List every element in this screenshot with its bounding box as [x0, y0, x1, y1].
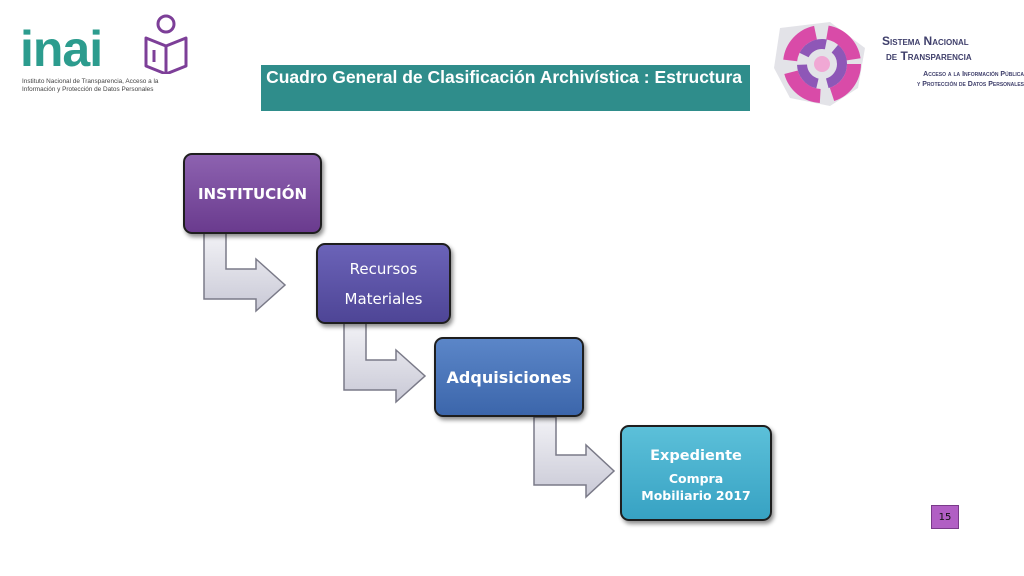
node-expediente-label: Expediente	[650, 448, 742, 464]
node-recursos-materiales: Recursos Materiales	[316, 243, 451, 324]
inai-logo: inai Instituto Nacional de Transparencia…	[18, 14, 188, 104]
node-adquisiciones: Adquisiciones	[434, 337, 584, 417]
node-recursos-label-line2: Materiales	[344, 289, 423, 308]
inai-person-icon	[144, 14, 188, 74]
node-institucion: INSTITUCIÓN	[183, 153, 322, 234]
node-expediente-sub-line2: Mobiliario 2017	[641, 488, 751, 503]
node-recursos-label-line1: Recursos	[349, 259, 418, 278]
inai-tagline: Instituto Nacional de Transparencia, Acc…	[22, 78, 159, 93]
node-expediente-sublabel: Compra Mobiliario 2017	[641, 470, 750, 504]
snt-subtitle: Acceso a la Información Pública y Protec…	[874, 70, 1024, 90]
snt-title-line2: de Transparencia	[886, 49, 972, 63]
snt-subtitle-line2: y Protección de Datos Personales	[917, 81, 1024, 88]
node-adquisiciones-label: Adquisiciones	[446, 367, 572, 387]
node-expediente: Expediente Compra Mobiliario 2017	[620, 425, 772, 521]
arrow-institucion-recursos	[203, 232, 287, 313]
arrow-adquisiciones-expediente	[533, 416, 616, 499]
snt-emblem-icon	[774, 22, 865, 106]
snt-logo: Sistema Nacional de Transparencia Acceso…	[770, 14, 1024, 114]
snt-subtitle-line1: Acceso a la Información Pública	[923, 71, 1024, 78]
snt-title-line1: Sistema Nacional	[882, 34, 969, 48]
inai-wordmark: inai	[20, 21, 103, 77]
page-title: Cuadro General de Clasificación Archivís…	[261, 65, 750, 111]
snt-title: Sistema Nacional de Transparencia	[882, 34, 972, 64]
arrow-recursos-adquisiciones	[343, 322, 427, 404]
node-expediente-sub-line1: Compra	[668, 471, 724, 486]
node-institucion-label: INSTITUCIÓN	[197, 184, 308, 203]
page-number-badge: 15	[931, 505, 959, 529]
